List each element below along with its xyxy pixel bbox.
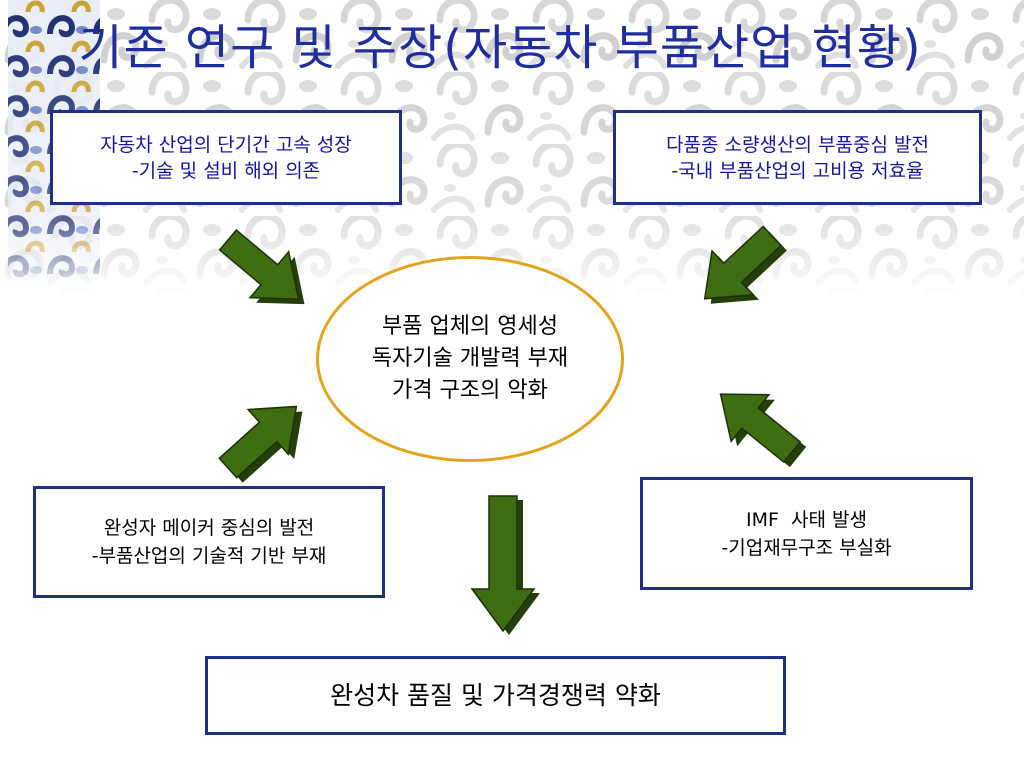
box-small-batch-production: 다품종 소량생산의 부품중심 발전 -국내 부품산업의 고비용 저효율 (613, 110, 982, 205)
arrow-right (700, 370, 817, 481)
box-maker-centered: 완성자 메이커 중심의 발전 -부품산업의 기술적 기반 부재 (33, 486, 385, 598)
box-line: IMF 사태 발생 (746, 508, 867, 531)
box-line: 자동차 산업의 단기간 고속 성장 (100, 133, 352, 156)
box-line: -국내 부품산업의 고비용 저효율 (671, 159, 924, 182)
box-rapid-growth: 자동차 산업의 단기간 고속 성장 -기술 및 설비 해외 의존 (50, 110, 402, 205)
arrow-down (471, 495, 540, 635)
box-conclusion: 완성차 품질 및 가격경쟁력 약화 (205, 656, 786, 735)
box-imf-crisis: IMF 사태 발생 -기업재무구조 부실화 (640, 477, 973, 590)
center-line: 독자기술 개발력 부재 (371, 346, 569, 371)
center-line: 부품 업체의 영세성 (382, 314, 558, 339)
box-line: 완성자 메이커 중심의 발전 (103, 517, 315, 539)
center-line: 가격 구조의 악화 (392, 378, 548, 403)
box-line: -부품산업의 기술적 기반 부재 (91, 545, 327, 567)
box-line: -기술 및 설비 해외 의존 (131, 159, 321, 182)
box-line: -기업재무구조 부실화 (721, 536, 892, 559)
box-line: 완성차 품질 및 가격경쟁력 약화 (330, 680, 661, 710)
box-line: 다품종 소량생산의 부품중심 발전 (666, 133, 929, 156)
arrow-bottom-left (207, 383, 323, 496)
slide-title: 기존 연구 및 주장(자동차 부품산업 현황) (78, 20, 922, 76)
center-ellipse: 부품 업체의 영세성 독자기술 개발력 부재 가격 구조의 악화 (316, 256, 624, 462)
